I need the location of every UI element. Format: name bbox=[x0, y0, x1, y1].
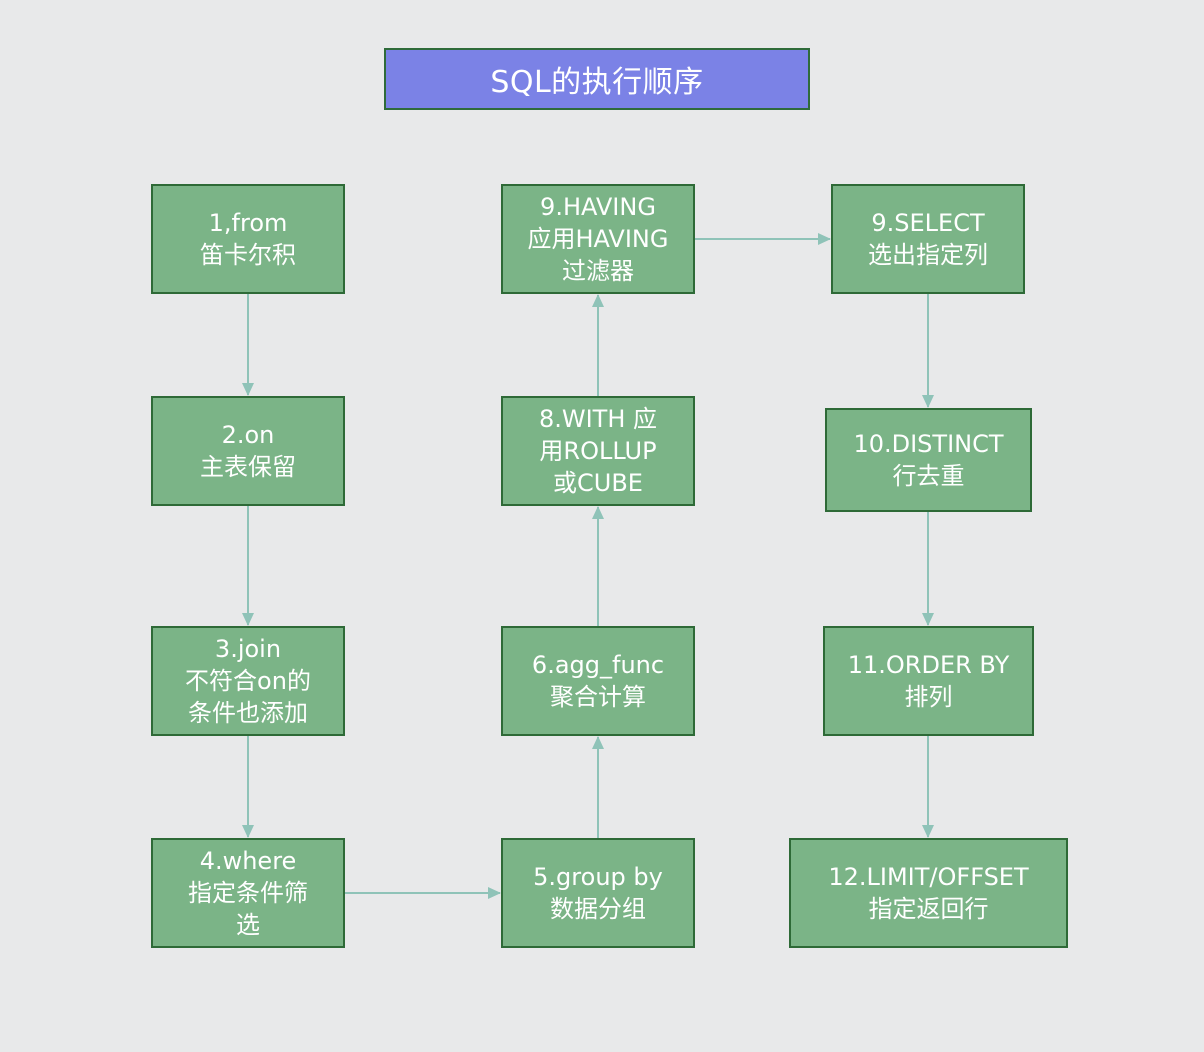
node-distinct-line-1: 10.DISTINCT bbox=[853, 430, 1004, 458]
node-on-line-2: 主表保留 bbox=[200, 453, 296, 481]
node-agg-func: 6.agg_func 聚合计算 bbox=[501, 626, 695, 736]
node-select-line-1: 9.SELECT bbox=[871, 209, 985, 237]
node-join-line-1: 3.join bbox=[214, 635, 282, 663]
node-having: 9.HAVING 应用HAVING 过滤器 bbox=[501, 184, 695, 294]
node-agg-func-line-1: 6.agg_func bbox=[531, 651, 665, 679]
node-where-line-1: 4.where bbox=[199, 847, 297, 875]
node-group-by-line-2: 数据分组 bbox=[549, 895, 646, 923]
node-where: 4.where 指定条件筛 选 bbox=[151, 838, 345, 948]
node-group-by-line-1: 5.group by bbox=[533, 863, 663, 891]
node-join-line-2: 不符合on的 bbox=[185, 667, 311, 695]
node-on-line-1: 2.on bbox=[221, 421, 275, 449]
node-from-line-2: 笛卡尔积 bbox=[200, 241, 296, 269]
node-with-rollup-line-3: 或CUBE bbox=[553, 469, 643, 497]
node-where-line-2: 指定条件筛 bbox=[188, 879, 308, 907]
node-having-line-1: 9.HAVING bbox=[540, 193, 656, 221]
node-order-by-line-2: 排列 bbox=[904, 683, 953, 711]
node-limit-offset-line-1: 12.LIMIT/OFFSET bbox=[828, 863, 1029, 891]
node-from-line-1: 1,from bbox=[208, 209, 288, 237]
node-from: 1,from 笛卡尔积 bbox=[151, 184, 345, 294]
node-limit-offset-line-2: 指定返回行 bbox=[868, 895, 989, 923]
node-having-line-2: 应用HAVING bbox=[527, 225, 669, 253]
node-order-by: 11.ORDER BY 排列 bbox=[823, 626, 1034, 736]
node-join-line-3: 条件也添加 bbox=[188, 699, 308, 727]
diagram-title: SQL的执行顺序 bbox=[384, 48, 810, 110]
node-group-by: 5.group by 数据分组 bbox=[501, 838, 695, 948]
node-select-line-2: 选出指定列 bbox=[868, 241, 988, 269]
node-select: 9.SELECT 选出指定列 bbox=[831, 184, 1025, 294]
node-with-rollup-line-2: 用ROLLUP bbox=[539, 437, 657, 465]
node-where-line-3: 选 bbox=[236, 911, 260, 939]
node-on: 2.on 主表保留 bbox=[151, 396, 345, 506]
node-having-line-3: 过滤器 bbox=[561, 257, 634, 285]
node-agg-func-line-2: 聚合计算 bbox=[549, 683, 646, 711]
node-with-rollup-line-1: 8.WITH 应 bbox=[538, 405, 658, 433]
node-order-by-line-1: 11.ORDER BY bbox=[847, 651, 1010, 679]
node-distinct: 10.DISTINCT 行去重 bbox=[825, 408, 1032, 512]
node-distinct-line-2: 行去重 bbox=[892, 462, 965, 490]
node-limit-offset: 12.LIMIT/OFFSET 指定返回行 bbox=[789, 838, 1068, 948]
node-join: 3.join 不符合on的 条件也添加 bbox=[151, 626, 345, 736]
node-with-rollup: 8.WITH 应 用ROLLUP 或CUBE bbox=[501, 396, 695, 506]
